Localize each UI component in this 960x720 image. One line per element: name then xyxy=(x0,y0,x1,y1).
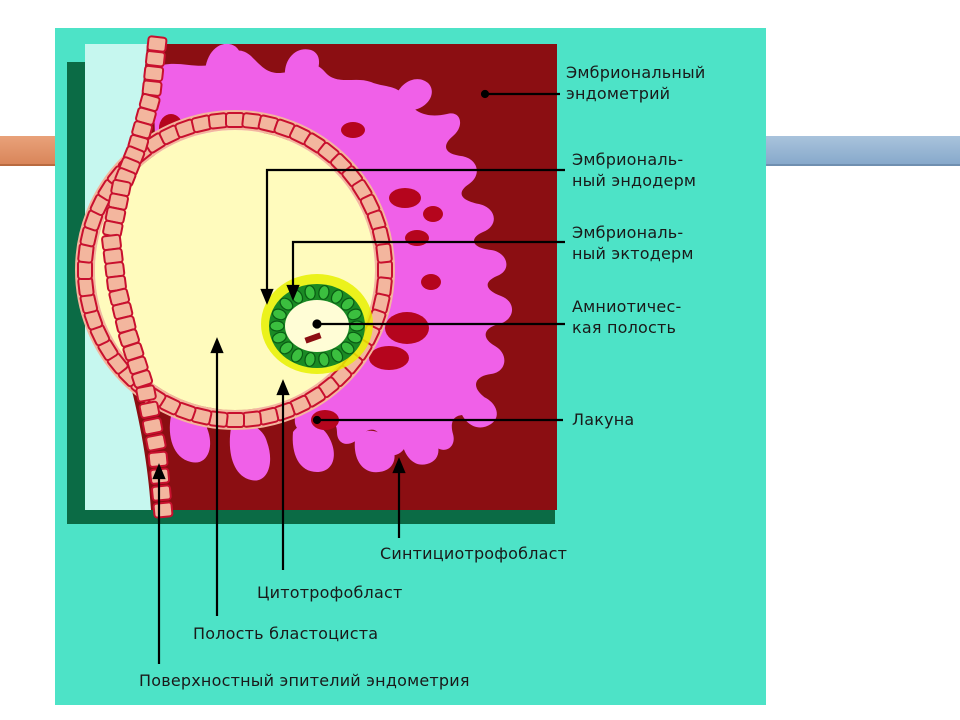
villus xyxy=(204,43,242,80)
ectoderm-cell xyxy=(349,320,365,332)
lacuna xyxy=(405,230,429,246)
leader-ectoderm xyxy=(291,240,565,290)
ectoderm-cell xyxy=(340,341,355,355)
villus xyxy=(292,423,334,472)
epithelium-cell xyxy=(152,501,174,519)
epithelium-cell xyxy=(144,50,166,68)
epithelium-cell xyxy=(151,484,172,502)
lacuna xyxy=(423,206,443,222)
lacuna xyxy=(389,188,421,208)
lacuna xyxy=(341,122,365,138)
epithelium-cell xyxy=(145,433,167,452)
ectoderm-cell xyxy=(330,289,344,304)
arrow-head xyxy=(392,457,406,474)
uterine-lumen xyxy=(85,44,151,510)
cytotrophoblast-cell xyxy=(377,260,393,280)
surface-epithelium xyxy=(101,35,174,519)
villus xyxy=(229,423,271,481)
label-surface-epithelium: Поверхностный эпителий эндометрия xyxy=(139,671,470,690)
cytotrophoblast-cell xyxy=(77,260,93,280)
leader-dot xyxy=(480,89,490,99)
ectoderm-cell xyxy=(318,284,330,301)
epithelium-cell xyxy=(146,35,168,53)
leader-endoderm xyxy=(265,168,565,296)
ectoderm-cells xyxy=(269,284,365,368)
villus xyxy=(354,430,395,473)
epithelium-cell xyxy=(147,450,169,468)
ectoderm-cell xyxy=(272,331,287,344)
ectoderm-cell xyxy=(269,320,285,332)
epithelium-cell xyxy=(143,64,165,83)
lacuna xyxy=(421,274,441,290)
slide-decor-bar-right xyxy=(766,136,960,166)
arrow-head xyxy=(286,284,300,301)
label-amniotic-cavity: Амниотичес- кая полость xyxy=(572,297,682,337)
cytotrophoblast-cell xyxy=(375,242,393,264)
arrow-head xyxy=(260,288,274,305)
epithelium-cell xyxy=(138,400,161,419)
label-ectoderm: Эмбриональ- ный эктодерм xyxy=(572,223,694,263)
ectoderm-cell xyxy=(304,284,316,301)
ectoderm-cell xyxy=(347,331,362,344)
villus xyxy=(395,79,432,110)
label-endoderm: Эмбриональ- ный эндодерм xyxy=(572,150,697,190)
label-lacuna: Лакуна xyxy=(572,410,635,429)
lacuna xyxy=(385,312,429,344)
cytotrophoblast-cell xyxy=(225,412,245,428)
epithelium-cell xyxy=(131,369,154,389)
ectoderm-cell xyxy=(272,308,287,321)
label-blastocyst-cavity: Полость бластоциста xyxy=(193,624,379,643)
ectoderm-cell xyxy=(290,348,304,363)
ectoderm-cell xyxy=(330,348,344,363)
embryonic-endoderm xyxy=(304,332,322,344)
ectoderm-cell xyxy=(340,297,355,311)
villus xyxy=(401,423,439,465)
label-syncytiotrophoblast: Синтициотрофобласт xyxy=(380,544,568,563)
arrow-head xyxy=(276,379,290,396)
arrow-head xyxy=(210,337,224,354)
lacuna xyxy=(369,346,409,370)
implantation-diagram: Эмбриональный эндометрий Эмбриональ- ный… xyxy=(55,28,766,705)
ectoderm-cell xyxy=(347,308,362,321)
cytotrophoblast-cell xyxy=(225,112,245,128)
label-endometrium: Эмбриональный эндометрий xyxy=(566,63,706,103)
leader-dot xyxy=(312,319,322,329)
villus xyxy=(284,49,320,82)
ectoderm-cell xyxy=(279,297,294,311)
slide-decor-bar-left xyxy=(0,136,55,166)
label-cytotrophoblast: Цитотрофобласт xyxy=(257,583,403,602)
ectoderm-cell xyxy=(304,351,316,368)
leader-dot xyxy=(312,415,322,425)
epithelium-cell xyxy=(141,417,164,436)
epithelium-cell xyxy=(135,384,157,403)
ectoderm-cell xyxy=(318,351,330,368)
leader-lines xyxy=(152,89,565,664)
arrow-head xyxy=(152,463,166,480)
ectoderm-cell xyxy=(279,341,294,355)
diagram-svg xyxy=(55,28,766,705)
